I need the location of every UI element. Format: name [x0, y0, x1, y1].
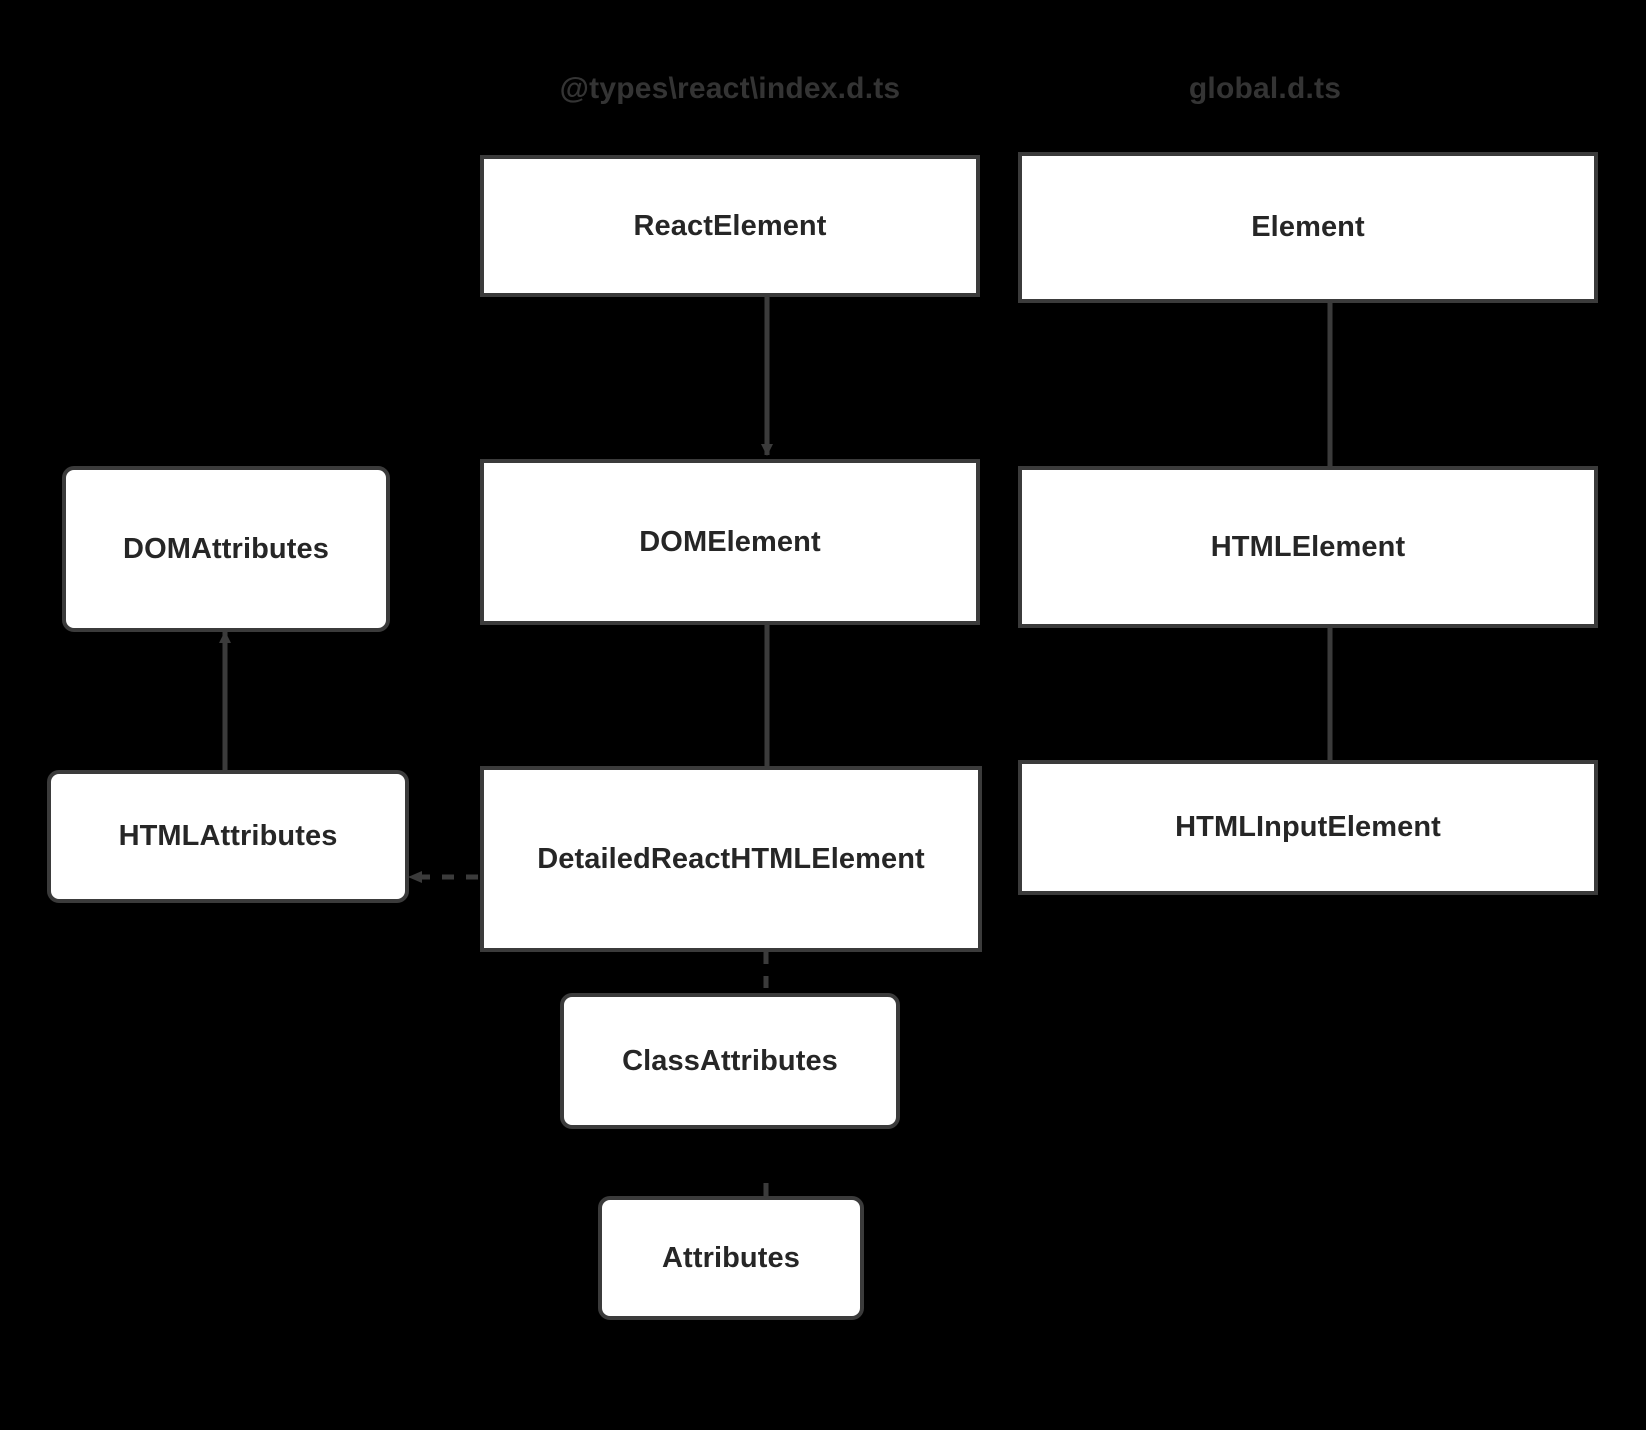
group-label-types-react: @types\react\index.d.ts — [559, 72, 901, 105]
node-detailed-react-html-element[interactable]: DetailedReactHTMLElement — [480, 766, 982, 952]
group-label-global: global.d.ts — [1188, 72, 1342, 105]
node-html-element[interactable]: HTMLElement — [1018, 466, 1598, 628]
node-html-attributes[interactable]: HTMLAttributes — [47, 770, 409, 903]
node-html-input-element[interactable]: HTMLInputElement — [1018, 760, 1598, 895]
node-class-attributes[interactable]: ClassAttributes — [560, 993, 900, 1129]
node-attributes[interactable]: Attributes — [598, 1196, 864, 1320]
node-element[interactable]: Element — [1018, 152, 1598, 303]
node-dom-attributes[interactable]: DOMAttributes — [62, 466, 390, 632]
node-react-element[interactable]: ReactElement — [480, 155, 980, 297]
node-dom-element[interactable]: DOMElement — [480, 459, 980, 625]
